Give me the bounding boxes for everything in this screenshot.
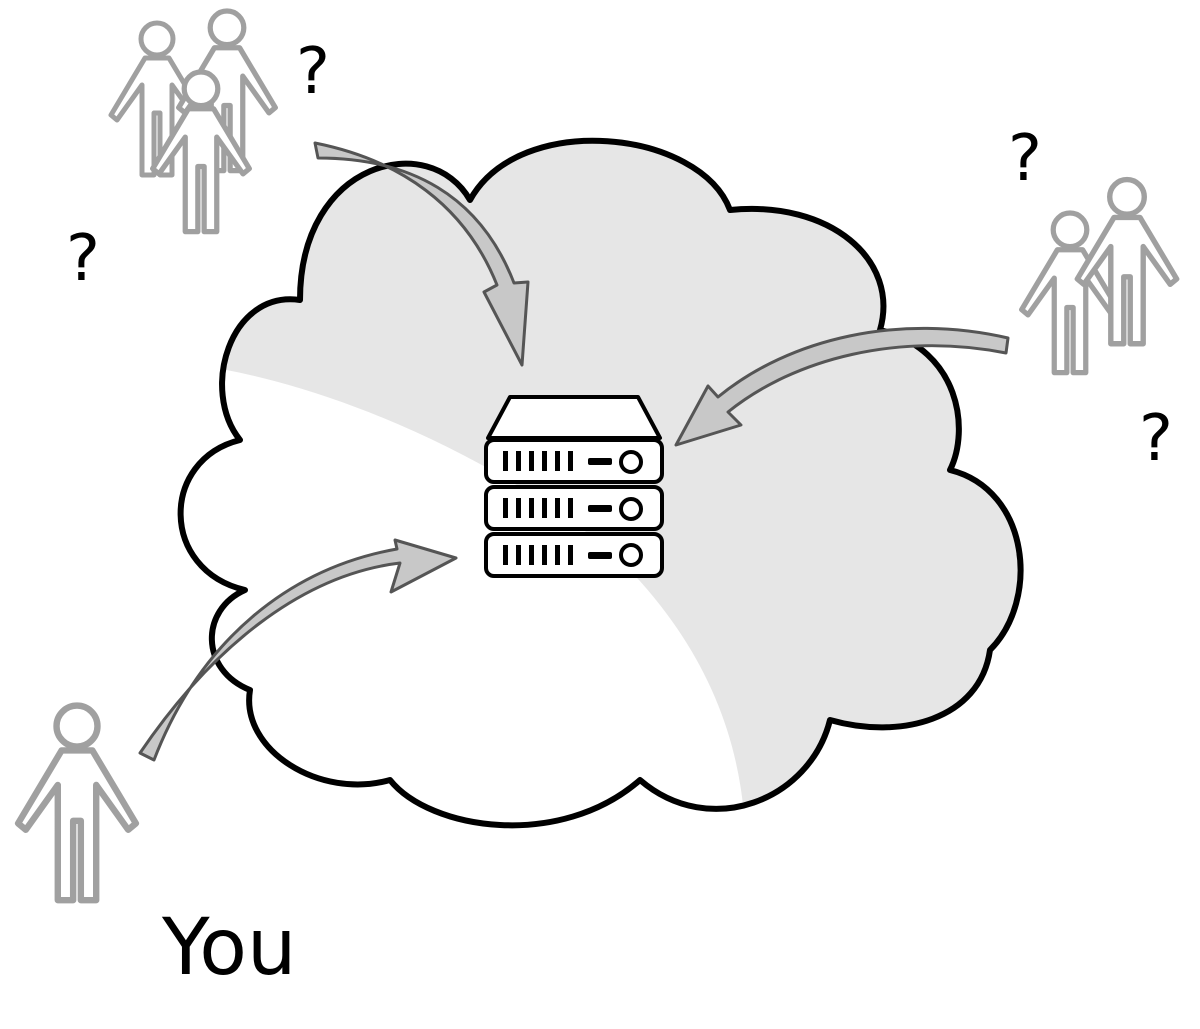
server-unit — [484, 438, 664, 484]
person-group-top-left — [111, 11, 275, 232]
server-top — [486, 395, 662, 440]
question-mark: ? — [296, 35, 330, 109]
person-group-right — [1022, 180, 1177, 373]
person-icon — [1077, 180, 1176, 344]
question-mark: ? — [66, 222, 100, 296]
question-mark: ? — [1008, 122, 1042, 196]
you-label: You — [161, 903, 296, 993]
server-unit — [484, 532, 664, 578]
cloud-highlight — [180, 360, 745, 826]
server-rack-icon — [484, 395, 664, 578]
person-you — [18, 706, 136, 901]
arrow-from-right-group — [674, 326, 1010, 447]
cloud-outline — [177, 137, 1024, 829]
server-unit — [484, 485, 664, 531]
question-mark: ? — [1139, 402, 1173, 476]
arrow-from-top-group — [313, 141, 530, 367]
arrow-from-you — [138, 538, 458, 762]
person-icon — [18, 706, 136, 901]
